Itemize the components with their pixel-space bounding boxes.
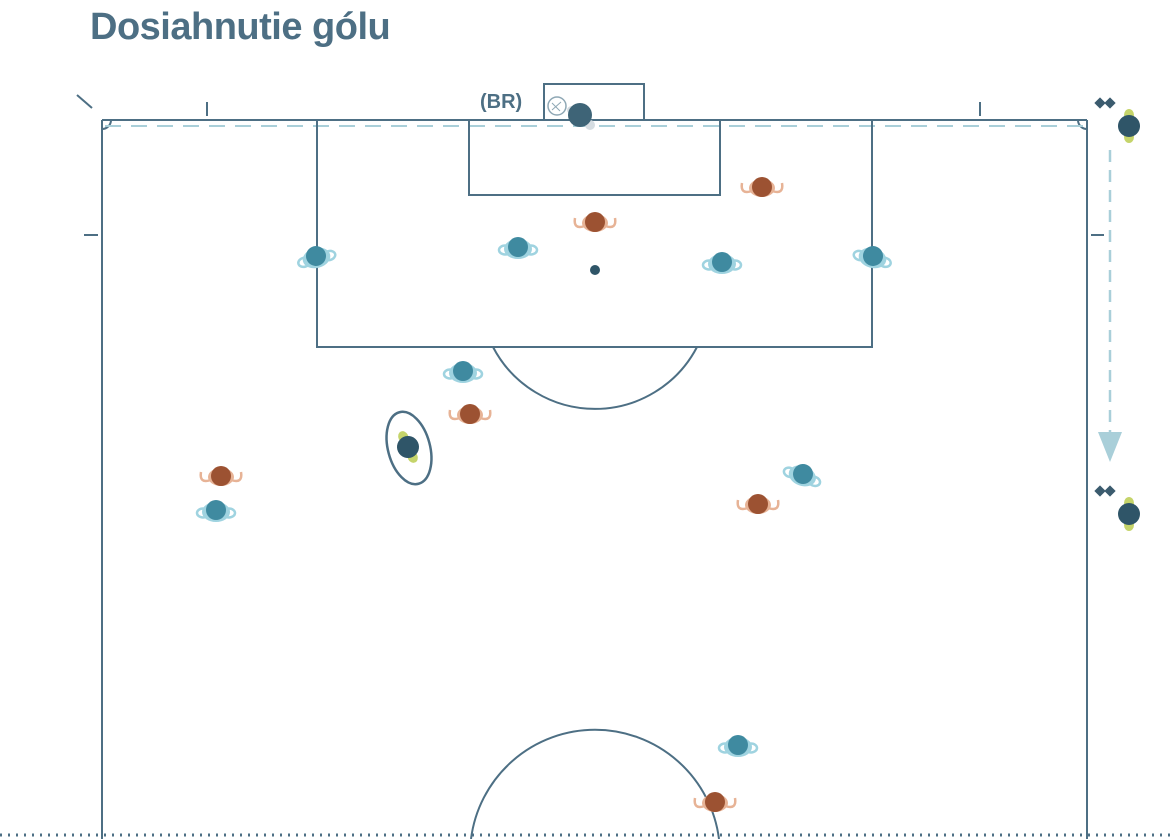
flag-icon: [1094, 97, 1116, 109]
assistant-referee-end: [1094, 485, 1140, 531]
player-teal-icon: [497, 235, 539, 261]
player-brown-icon: [199, 464, 243, 488]
player-brown-icon: [448, 402, 492, 426]
assistant-referee-icon: [1118, 109, 1140, 143]
assistant-referee-start: [1094, 97, 1140, 143]
player-teal-icon: [717, 733, 759, 759]
player-teal-icon: [293, 240, 339, 274]
player-brown-icon: [693, 790, 737, 814]
referee-label: (BR): [480, 91, 522, 113]
assistant-referee-icon: [1118, 497, 1140, 531]
penalty-arc: [492, 346, 698, 410]
player-teal-icon: [195, 498, 237, 524]
referee-highlight: [385, 410, 433, 486]
pitch-lines: [76, 94, 1104, 839]
arrow-down-icon: [1098, 432, 1122, 462]
referee-icon: [390, 426, 426, 468]
penalty-area: [316, 119, 873, 348]
player-teal-icon: [779, 456, 826, 494]
diagram-title: Dosiahnutie gólu: [90, 6, 391, 48]
penalty-spot: [590, 265, 600, 275]
player-brown-icon: [573, 210, 617, 234]
goal-area: [468, 119, 721, 196]
player-teal-icon: [701, 250, 743, 276]
player-brown-icon: [740, 175, 784, 199]
goal: [543, 83, 645, 121]
player-brown-icon: [736, 492, 780, 516]
player-teal-icon: [442, 359, 484, 385]
center-circle: [470, 728, 720, 839]
goalkeeper-icon: [547, 96, 595, 130]
player-teal-icon: [850, 240, 896, 274]
flag-icon: [1094, 485, 1116, 497]
